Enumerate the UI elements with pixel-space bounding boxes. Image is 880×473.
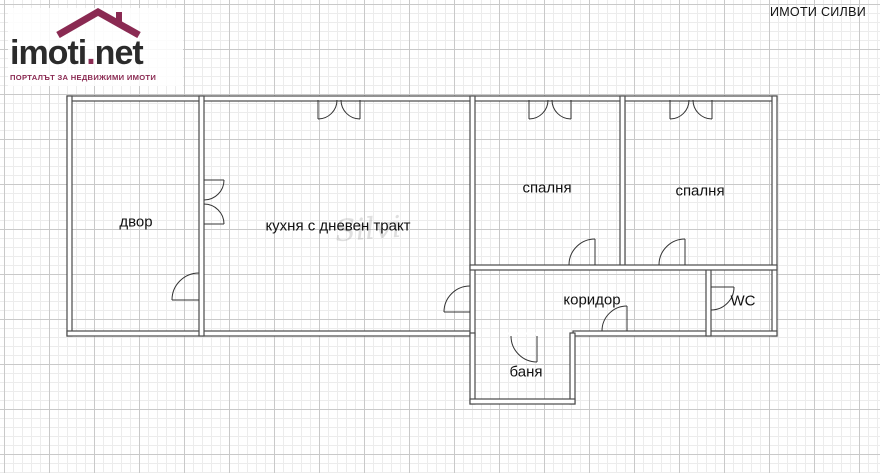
agency-name: ИМОТИ СИЛВИ — [769, 5, 866, 19]
room-label-spalnya-2: спалня — [675, 182, 725, 200]
wall-banya-bottom — [469, 398, 576, 405]
door-koridor-inner — [601, 305, 628, 332]
wall-right — [771, 95, 778, 337]
wall-spalnya-spalnya — [619, 95, 626, 269]
door-openings — [200, 97, 712, 335]
door-kuhnya-top — [317, 99, 361, 120]
house-roof-icon — [56, 8, 141, 38]
door-banya — [510, 335, 538, 363]
room-label-dvor: двор — [119, 213, 153, 231]
door-spalnya1-top — [528, 99, 572, 120]
room-label-kuhnya: кухня с дневен тракт — [265, 217, 411, 235]
logo-wordmark: imoti.net — [10, 34, 144, 72]
door-swings — [171, 99, 735, 363]
door-spalnya1-koridor — [568, 238, 596, 266]
door-spalnya2-koridor — [658, 238, 686, 266]
room-label-spalnya-1: спалня — [522, 179, 572, 197]
logo-tagline: ПОРТАЛЪТ ЗА НЕДВИЖИМИ ИМОТИ — [10, 73, 157, 82]
door-dvor-lower — [171, 272, 200, 301]
door-dvor-kuhnya — [203, 179, 225, 225]
wall-bottom-left — [66, 330, 474, 337]
door-wc — [710, 286, 735, 311]
wall-banya-right — [569, 332, 576, 405]
walls — [66, 95, 778, 405]
room-label-wc: WC — [730, 292, 756, 310]
wall-koridor-top — [469, 264, 778, 271]
room-label-koridor: коридор — [563, 291, 621, 309]
imoti-net-logo[interactable]: imoti.net ПОРТАЛЪТ ЗА НЕДВИЖИМИ ИМОТИ — [8, 8, 183, 86]
wall-bottom-right — [572, 330, 778, 337]
wall-left — [66, 95, 73, 337]
room-label-banya: баня — [509, 363, 543, 381]
door-spalnya2-top — [669, 99, 713, 120]
wall-banya-left — [469, 332, 476, 405]
door-kuhnya-koridor — [443, 285, 471, 313]
